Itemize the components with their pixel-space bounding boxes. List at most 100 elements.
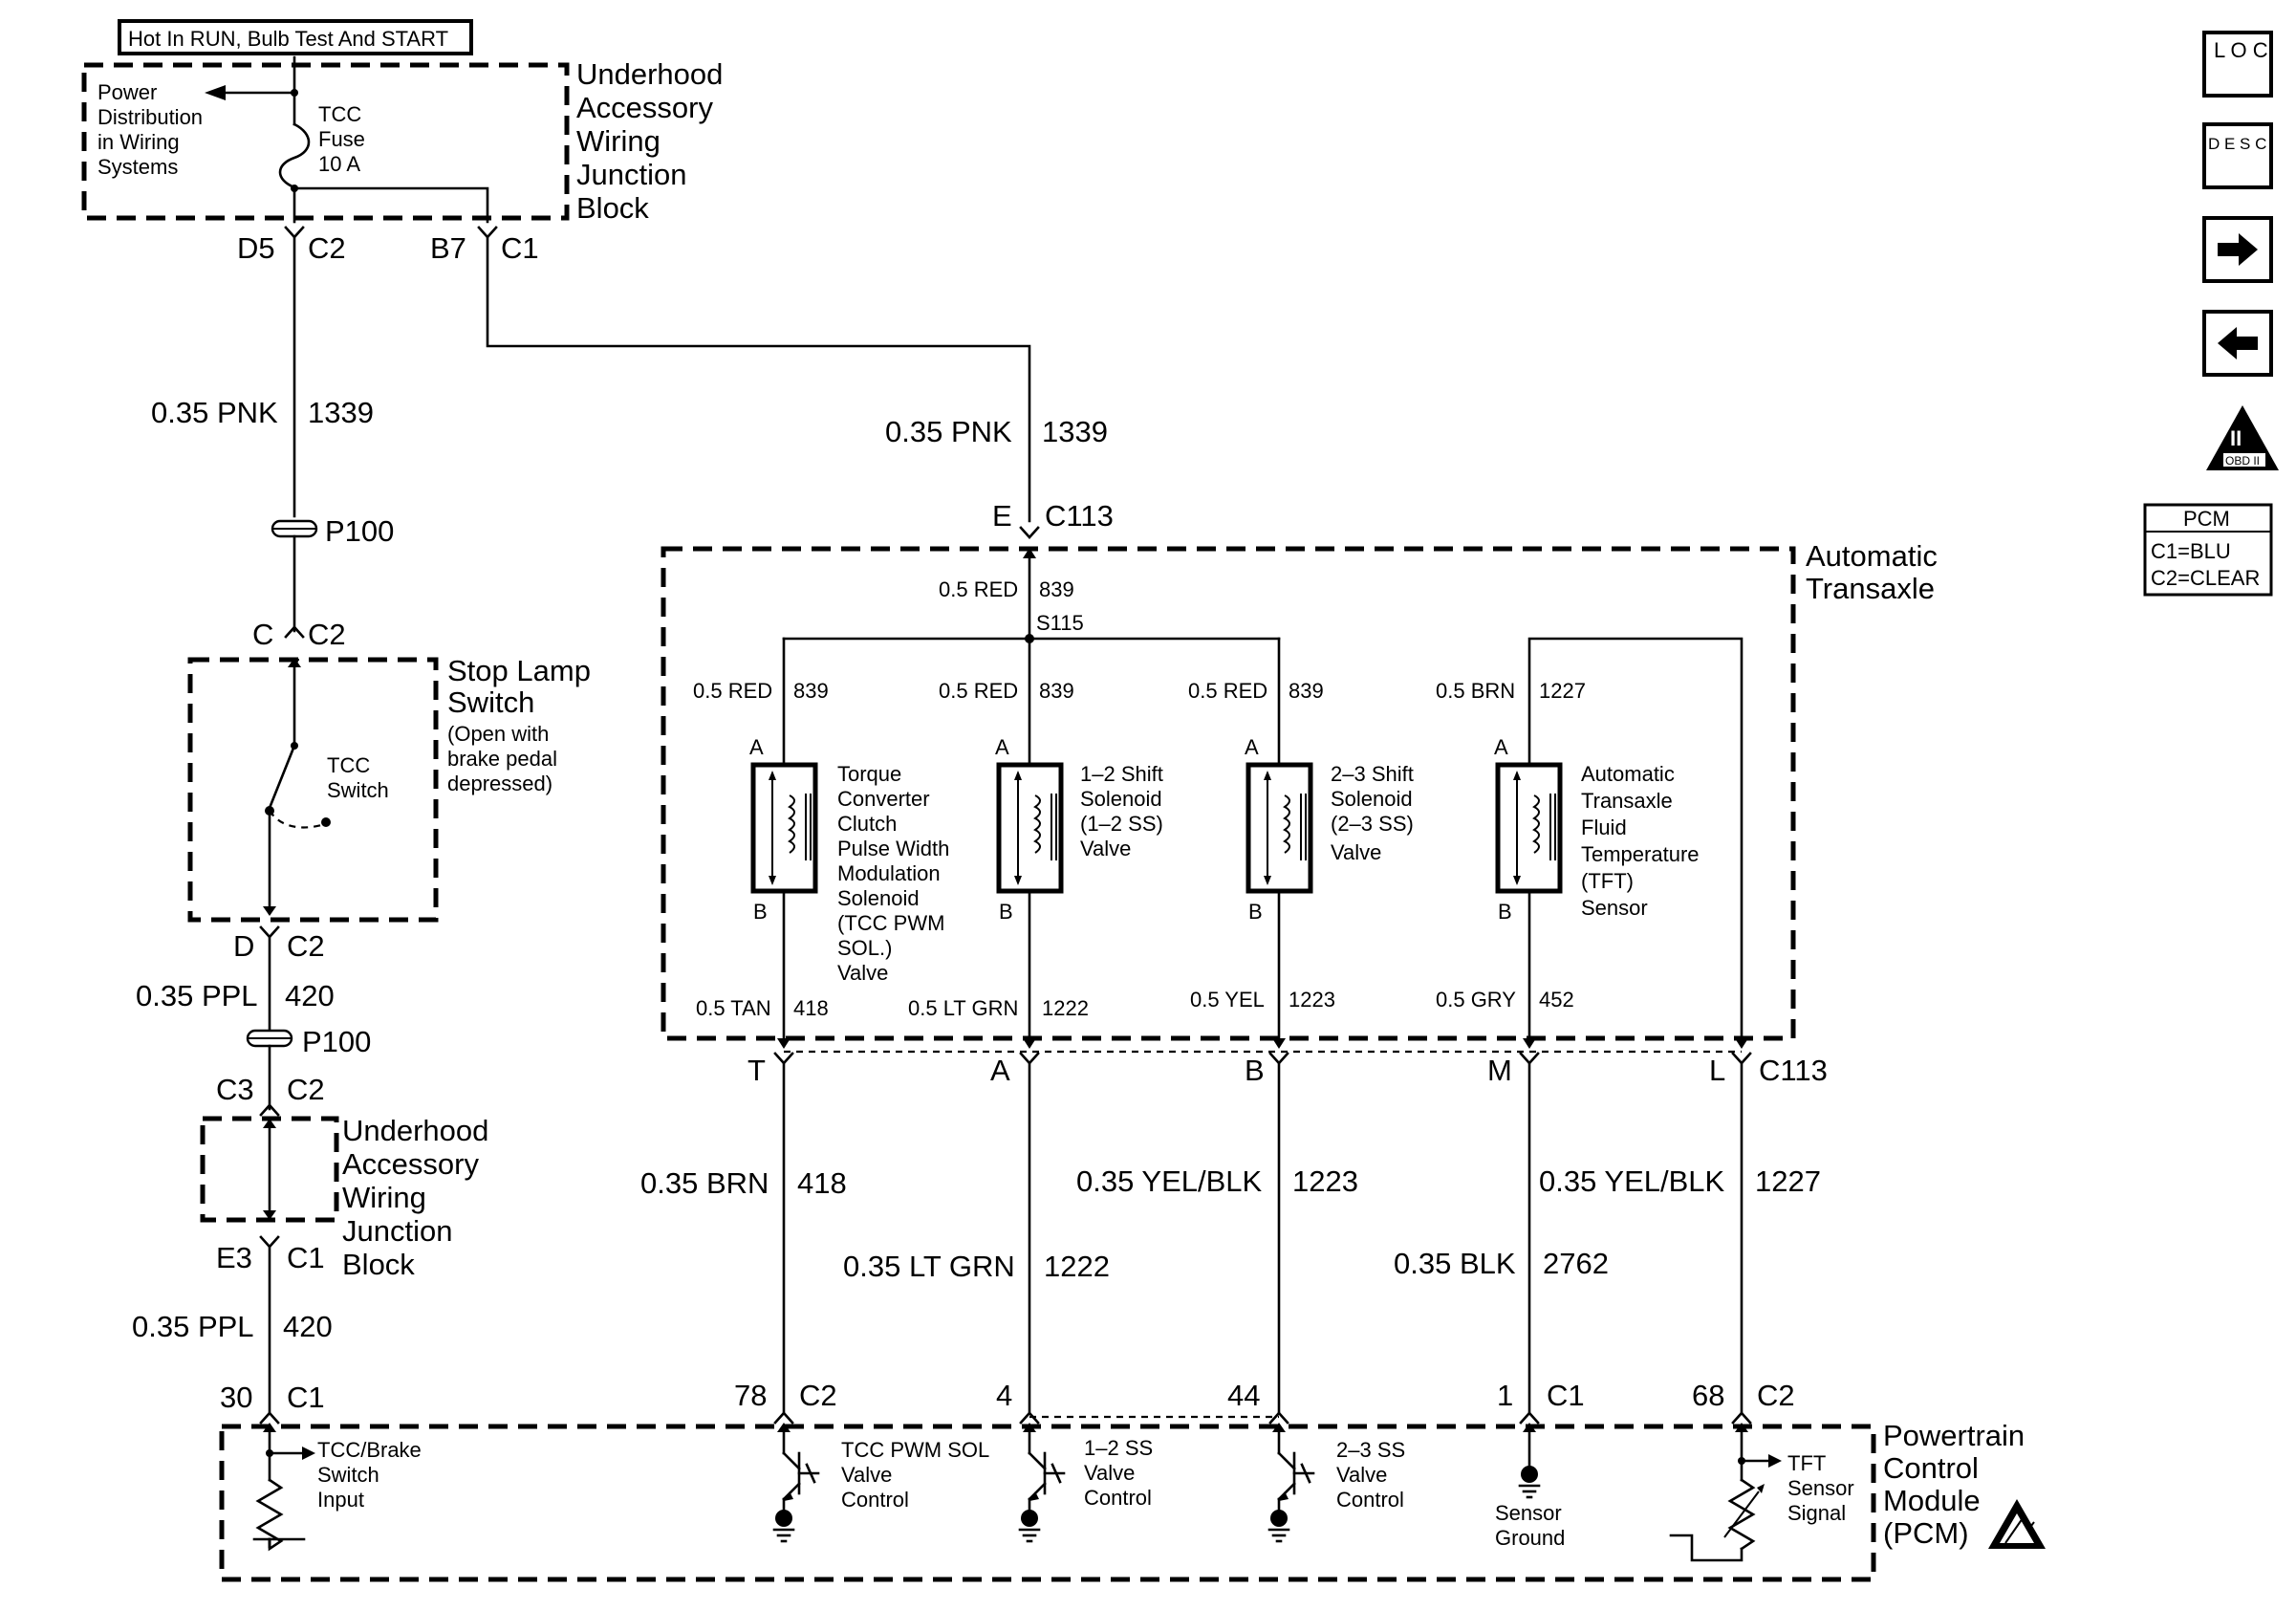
svg-text:Switch: Switch bbox=[317, 1463, 379, 1487]
connector-c1: C1 bbox=[1547, 1379, 1585, 1412]
svg-text:C1=BLU: C1=BLU bbox=[2151, 539, 2231, 563]
svg-text:Pulse Width: Pulse Width bbox=[837, 837, 949, 860]
power-distribution-label: Power Distribution in Wiring Systems bbox=[97, 80, 203, 179]
sensor-ground-label: Sensor Ground bbox=[1495, 1501, 1565, 1550]
svg-text:Block: Block bbox=[576, 191, 649, 225]
svg-text:Transaxle: Transaxle bbox=[1806, 572, 1935, 605]
svg-text:Modulation: Modulation bbox=[837, 861, 941, 885]
esd-warning-icon bbox=[1988, 1499, 2046, 1549]
next-page-button[interactable] bbox=[2202, 216, 2273, 283]
wire-circuit: 839 bbox=[793, 679, 829, 703]
wire-1227-internal bbox=[1527, 637, 1744, 1040]
pcm-pin-68: 68 bbox=[1692, 1379, 1724, 1412]
wire-circuit: 1222 bbox=[1042, 996, 1089, 1020]
svg-text:Valve: Valve bbox=[841, 1463, 892, 1487]
stop-lamp-switch-box bbox=[187, 657, 439, 923]
wire-circuit: 418 bbox=[793, 996, 829, 1020]
pcm-pin-1: 1 bbox=[1497, 1379, 1513, 1412]
prev-page-button[interactable] bbox=[2202, 310, 2273, 377]
solenoid-tcc-pwm bbox=[750, 762, 818, 894]
brake-input-circuit bbox=[252, 1423, 315, 1552]
svg-text:Distribution: Distribution bbox=[97, 105, 203, 129]
svg-text:OBD II: OBD II bbox=[2225, 454, 2260, 468]
svg-text:Wiring: Wiring bbox=[342, 1181, 426, 1214]
wire-circuit: 1339 bbox=[308, 396, 374, 429]
junction-block-title: Underhood Accessory Wiring Junction Bloc… bbox=[342, 1114, 488, 1281]
power-label: Hot In RUN, Bulb Test And START bbox=[128, 27, 448, 51]
svg-text:Valve: Valve bbox=[1331, 840, 1381, 864]
solenoid-label: 1–2 Shift Solenoid (1–2 SS) Valve bbox=[1080, 762, 1163, 860]
wire-gauge: 0.5 YEL bbox=[1190, 988, 1265, 1012]
wire-gauge: 0.5 RED bbox=[1188, 679, 1267, 703]
svg-text:SOL.): SOL.) bbox=[837, 936, 892, 960]
tft-sensor bbox=[1495, 762, 1563, 894]
connector-icon bbox=[284, 226, 305, 239]
transaxle-title: Automatic Transaxle bbox=[1806, 539, 1938, 605]
terminal-a: A bbox=[1494, 735, 1508, 759]
wire-gauge: 0.5 RED bbox=[693, 679, 772, 703]
svg-text:Systems: Systems bbox=[97, 155, 178, 179]
connector-icon bbox=[477, 226, 498, 239]
svg-text:Valve: Valve bbox=[1080, 837, 1131, 860]
wire-circuit: 420 bbox=[285, 979, 335, 1012]
svg-text:(1–2 SS): (1–2 SS) bbox=[1080, 812, 1163, 836]
fuse-junction-block bbox=[81, 62, 570, 221]
solenoid-1-2-shift bbox=[996, 762, 1064, 894]
terminal-a: A bbox=[749, 735, 764, 759]
tft-sensor-label: Automatic Transaxle Fluid Temperature (T… bbox=[1581, 762, 1700, 920]
svg-text:Sensor: Sensor bbox=[1495, 1501, 1562, 1525]
connector-icon bbox=[284, 625, 305, 639]
svg-text:TCC: TCC bbox=[318, 102, 361, 126]
switch-linkage bbox=[269, 810, 326, 829]
svg-text:Junction: Junction bbox=[342, 1214, 452, 1248]
svg-text:Input: Input bbox=[317, 1488, 364, 1512]
connector-c2: C2 bbox=[308, 231, 346, 265]
svg-text:2–3 SS: 2–3 SS bbox=[1336, 1438, 1405, 1462]
fuse-block-title: Underhood Accessory Wiring Junction Bloc… bbox=[576, 57, 723, 225]
fuse-branch-wire bbox=[292, 186, 489, 224]
wire-gauge: 0.5 RED bbox=[939, 679, 1018, 703]
connector-c1: C1 bbox=[501, 231, 539, 265]
obd-ii-icon[interactable]: II OBD II bbox=[2206, 405, 2279, 470]
pin-b7: B7 bbox=[430, 231, 466, 265]
terminal-a: A bbox=[995, 735, 1009, 759]
connector-icon bbox=[259, 925, 280, 939]
svg-text:Power: Power bbox=[97, 80, 157, 104]
svg-text:Valve: Valve bbox=[1084, 1461, 1135, 1485]
solenoid-2-3-shift bbox=[1245, 762, 1313, 894]
wire-circuit: 2762 bbox=[1543, 1247, 1609, 1280]
svg-text:Module: Module bbox=[1883, 1484, 1981, 1517]
solenoid-label: Torque Converter Clutch Pulse Width Modu… bbox=[837, 762, 949, 985]
pin-t: T bbox=[747, 1054, 766, 1087]
tft-signal-label: TFT Sensor Signal bbox=[1787, 1451, 1854, 1525]
svg-text:Underhood: Underhood bbox=[576, 57, 723, 91]
pin-l: L bbox=[1709, 1054, 1725, 1087]
1-2-ss-driver-transistor bbox=[1018, 1423, 1066, 1543]
svg-text:Control: Control bbox=[841, 1488, 909, 1512]
connector-c1: C1 bbox=[287, 1241, 325, 1274]
desc-icon[interactable]: D E S C bbox=[2202, 122, 2273, 189]
svg-text:Solenoid: Solenoid bbox=[1080, 787, 1162, 811]
wire-gauge: 0.35 PNK bbox=[885, 415, 1012, 448]
svg-text:Automatic: Automatic bbox=[1581, 762, 1675, 786]
wire-1339-transaxle bbox=[486, 235, 1031, 523]
stop-lamp-switch-title: Stop Lamp Switch bbox=[447, 654, 591, 719]
svg-text:Fuse: Fuse bbox=[318, 127, 365, 151]
svg-text:(TFT): (TFT) bbox=[1581, 869, 1634, 893]
terminal-b: B bbox=[753, 900, 768, 924]
svg-text:TCC/Brake: TCC/Brake bbox=[317, 1438, 422, 1462]
wire-gauge: 0.35 YEL/BLK bbox=[1076, 1164, 1263, 1198]
pcm-pin-44: 44 bbox=[1227, 1379, 1260, 1412]
connector-icon bbox=[259, 1103, 280, 1117]
connector-c2: C2 bbox=[308, 618, 346, 651]
loc-icon[interactable]: L O C bbox=[2202, 31, 2276, 100]
svg-text:D E S C: D E S C bbox=[2208, 135, 2266, 153]
svg-text:Converter: Converter bbox=[837, 787, 930, 811]
wire-gauge: 0.5 RED bbox=[939, 577, 1018, 601]
splice-label: P100 bbox=[325, 514, 394, 548]
svg-text:Sensor: Sensor bbox=[1581, 896, 1648, 920]
tcc-pwm-driver-transistor bbox=[772, 1423, 820, 1543]
2-3-ss-control-label: 2–3 SS Valve Control bbox=[1336, 1438, 1405, 1512]
svg-text:Accessory: Accessory bbox=[576, 91, 713, 124]
pcm-pin-30: 30 bbox=[220, 1381, 252, 1414]
